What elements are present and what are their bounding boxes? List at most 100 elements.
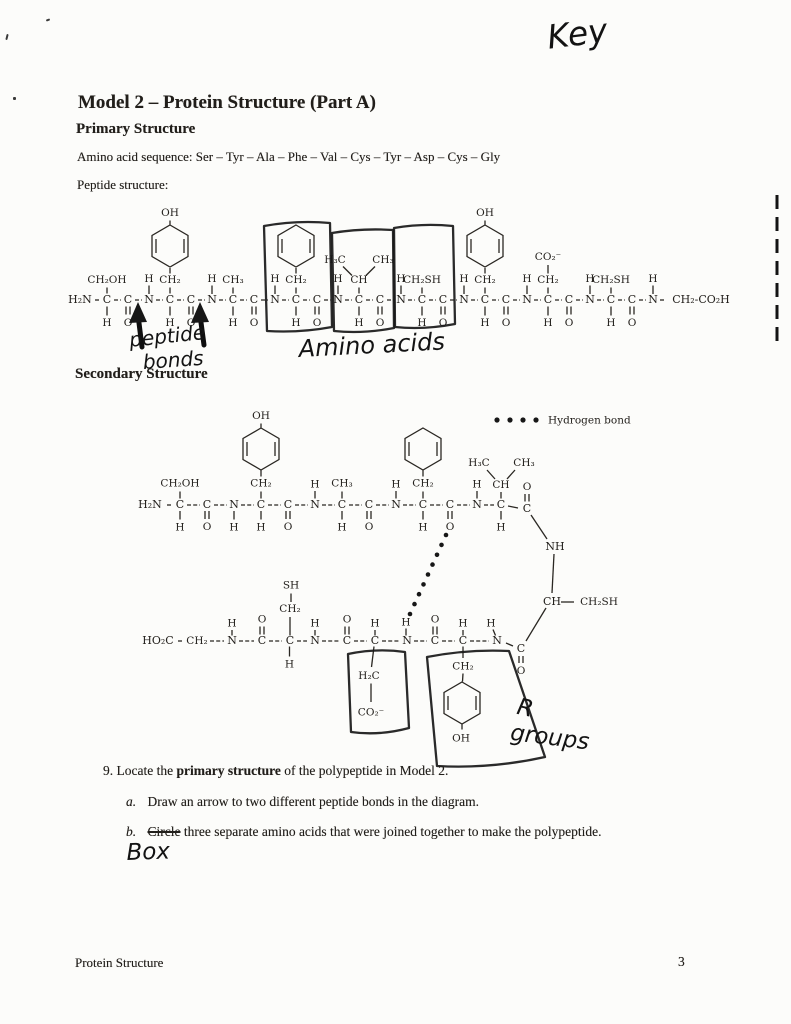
- atom-label: N: [310, 498, 320, 511]
- atom-label: C: [517, 642, 525, 655]
- atom-label: C: [313, 293, 321, 306]
- atom-label: H: [417, 317, 426, 329]
- amino-acid-sequence: Amino acid sequence: Ser – Tyr – Ala – P…: [77, 149, 501, 164]
- atom-label: CH₂OH: [87, 274, 126, 286]
- struck-through-word: Circle: [147, 824, 181, 839]
- atom-label: C: [176, 498, 184, 511]
- atom-label: H: [291, 317, 300, 329]
- handdrawn-amino-acid-boxes: [262, 220, 457, 334]
- question-9a: a. Draw an arrow to two different peptid…: [126, 794, 479, 810]
- atom-label: O: [439, 317, 448, 329]
- atom-label: H: [396, 273, 405, 285]
- atom-label: C: [166, 293, 174, 306]
- atom-label: C: [418, 293, 426, 306]
- atom-label: N: [227, 634, 237, 647]
- atom-label: CH₂: [537, 274, 558, 286]
- secondary-bonds: [167, 423, 574, 730]
- atom-label: N: [229, 498, 239, 511]
- atom-label: C: [523, 502, 531, 515]
- atom-label: N: [396, 293, 406, 306]
- atom-label: O: [517, 665, 526, 677]
- atom-label: CH₂: [474, 274, 495, 286]
- atom-label: N: [207, 293, 217, 306]
- atom-label: H: [228, 317, 237, 329]
- handdrawn-peptide-bond-arrows: [129, 302, 209, 350]
- secondary-structure-diagram: Hydrogen bond: [138, 410, 631, 768]
- atom-label: CH₃: [513, 457, 534, 469]
- atom-label: CH₂SH: [592, 274, 630, 286]
- atom-label: H: [459, 273, 468, 285]
- atom-label: C: [459, 634, 467, 647]
- handdrawn-r-group-boxes: [346, 649, 547, 768]
- peptide-structure-label: Peptide structure:: [77, 177, 169, 192]
- atom-label: C: [250, 293, 258, 306]
- atom-label: H: [310, 618, 319, 630]
- primary-structure-heading: Primary Structure: [76, 121, 196, 137]
- scan-speck: [45, 18, 51, 22]
- atom-label: N: [472, 498, 482, 511]
- atom-label: CH₂SH: [403, 274, 441, 286]
- atom-label: H: [458, 618, 467, 630]
- atom-label: CH₂: [159, 274, 180, 286]
- atom-label: H: [227, 618, 236, 630]
- atom-label: H: [207, 273, 216, 285]
- atom-label: H: [401, 617, 410, 629]
- atom-label: CH₂: [279, 603, 300, 615]
- atom-label: C: [365, 498, 373, 511]
- atom-label: C: [607, 293, 615, 306]
- atom-label: H: [256, 522, 265, 534]
- atom-label: C: [343, 634, 351, 647]
- atom-label: H: [165, 317, 174, 329]
- atom-label: H: [354, 317, 363, 329]
- question-text-bold: primary structure: [176, 763, 281, 778]
- atom-label: C: [187, 293, 195, 306]
- atom-label: H: [270, 273, 279, 285]
- atom-label: C: [124, 293, 132, 306]
- atom-label: O: [187, 317, 196, 329]
- atom-label: H: [337, 522, 346, 534]
- atom-label: C: [376, 293, 384, 306]
- atom-label: C: [292, 293, 300, 306]
- atom-label: SH: [283, 580, 299, 592]
- atom-label: NH: [545, 540, 564, 553]
- hydrogen-bond-legend: Hydrogen bond: [494, 415, 631, 427]
- atom-label: C: [565, 293, 573, 306]
- scan-speck: [5, 33, 9, 41]
- atom-label: CH: [543, 595, 561, 608]
- atom-label: O: [124, 317, 133, 329]
- atom-label: C: [481, 293, 489, 306]
- atom-label: CH₂: [452, 661, 473, 673]
- atom-label: C: [371, 634, 379, 647]
- atom-label: CH₂: [412, 478, 433, 490]
- atom-label: C: [203, 498, 211, 511]
- subquestion-text: three separate amino acids that were joi…: [180, 824, 602, 839]
- atom-label: H: [310, 479, 319, 491]
- question-text: Locate the: [116, 763, 177, 778]
- atom-label: O: [284, 521, 293, 533]
- atom-label: O: [313, 317, 322, 329]
- atom-label: H: [606, 317, 615, 329]
- atom-label: N: [333, 293, 343, 306]
- atom-label: CH₂: [250, 478, 271, 490]
- atom-label: CH₃: [372, 254, 393, 266]
- atom-label: H: [333, 273, 342, 285]
- atom-label: O: [628, 317, 637, 329]
- atom-label: H: [648, 273, 657, 285]
- atom-label: CH: [350, 274, 367, 286]
- atom-label: C: [544, 293, 552, 306]
- question-9: 9. Locate the primary structure of the p…: [103, 763, 448, 779]
- atom-label: C: [419, 498, 427, 511]
- atom-label: H₂C: [358, 670, 379, 682]
- atom-label: H: [370, 618, 379, 630]
- atom-label: N: [492, 634, 502, 647]
- atom-label: N: [391, 498, 401, 511]
- atom-label: H₂N: [68, 293, 92, 306]
- atom-label: O: [446, 521, 455, 533]
- handwritten-key-mark: Key: [545, 10, 610, 57]
- atom-label: C: [258, 634, 266, 647]
- page-title: Model 2 – Protein Structure (Part A): [78, 92, 376, 113]
- atom-label: C: [628, 293, 636, 306]
- handwritten-bonds-label: bonds: [142, 345, 205, 374]
- secondary-aromatic-rings: [242, 427, 481, 725]
- atom-label: H: [418, 522, 427, 534]
